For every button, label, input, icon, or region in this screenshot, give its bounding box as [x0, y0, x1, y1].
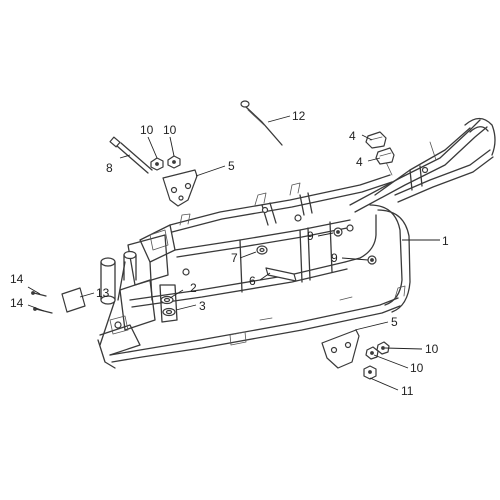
callout-9-upper: 9 — [307, 229, 314, 243]
callout-6: 6 — [249, 274, 256, 288]
callout-7: 7 — [231, 251, 238, 265]
callout-14-upper: 14 — [10, 272, 24, 286]
nut-part-9-upper — [333, 227, 343, 237]
callout-10-a: 10 — [140, 123, 154, 137]
bracket-part-5-upper — [162, 169, 198, 207]
nut-part-10-d — [365, 346, 379, 360]
callout-1: 1 — [442, 234, 449, 248]
spacer-part-6 — [265, 267, 297, 282]
callout-10-d: 10 — [410, 361, 424, 375]
callout-8: 8 — [106, 161, 113, 175]
screw-part-14-upper — [31, 291, 47, 297]
bracket-part-5-lower — [321, 329, 360, 369]
rubber-mount-part-4-lower — [375, 147, 395, 165]
rubber-mount-part-4-upper — [365, 131, 387, 149]
callout-10-b: 10 — [163, 123, 177, 137]
callout-12: 12 — [292, 109, 306, 123]
nut-part-10-a — [150, 157, 164, 171]
callout-9-lower: 9 — [331, 251, 338, 265]
rod-part-12 — [240, 100, 283, 146]
bushing-part-2 — [160, 295, 174, 305]
callout-11: 11 — [401, 384, 414, 398]
nut-part-10-b — [167, 155, 181, 169]
callout-14-lower: 14 — [10, 296, 24, 310]
callout-5-upper: 5 — [228, 159, 235, 173]
callout-2: 2 — [190, 281, 197, 295]
nut-part-9-lower — [367, 255, 377, 265]
nut-part-11 — [363, 365, 377, 380]
callout-4-upper: 4 — [349, 129, 356, 143]
main-frame — [97, 117, 496, 369]
plate-part-13 — [61, 287, 86, 313]
callout-3: 3 — [199, 299, 206, 313]
bushing-part-3 — [162, 307, 176, 317]
callout-labels: 1 2 3 4 4 5 5 6 7 8 9 9 10 10 10 10 11 1… — [10, 109, 449, 398]
callout-5-lower: 5 — [391, 315, 398, 329]
leader-lines — [27, 115, 440, 391]
callout-13: 13 — [96, 286, 110, 300]
callout-10-c: 10 — [425, 342, 439, 356]
washer-part-7 — [256, 245, 268, 255]
callout-4-lower: 4 — [356, 155, 363, 169]
bolt-part-8 — [109, 136, 153, 174]
